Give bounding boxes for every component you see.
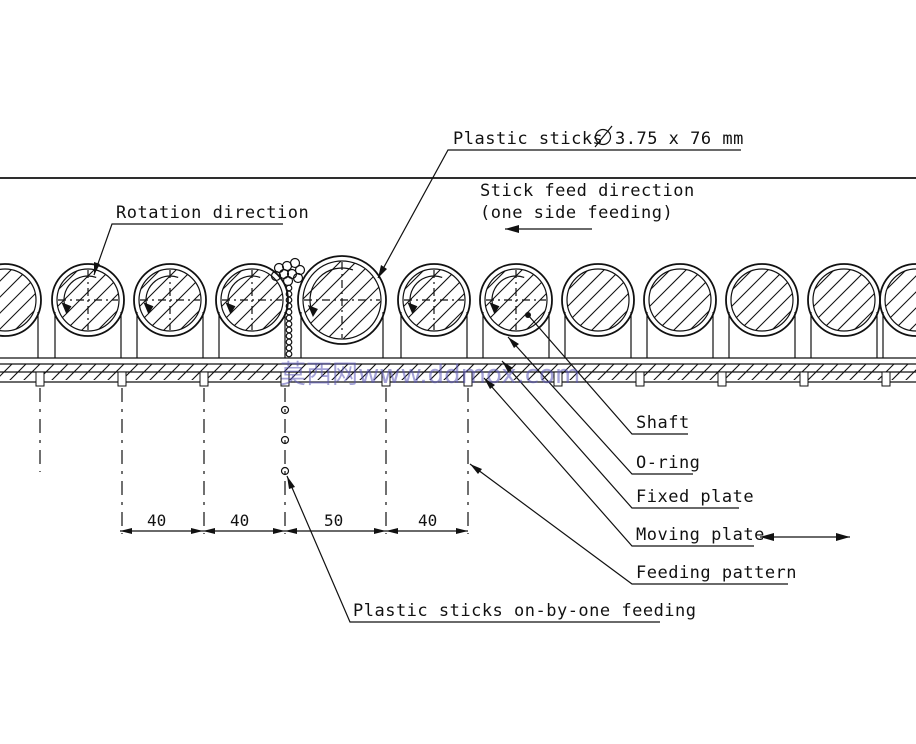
label-o-ring: O-ring (636, 453, 700, 473)
label-feeding-pattern: Feeding pattern (636, 563, 797, 583)
feed-centerlines (39, 388, 469, 534)
roller (133, 263, 207, 358)
dimension-line: 40 40 50 40 (120, 511, 468, 534)
roller (725, 263, 799, 358)
dim-2: 40 (230, 511, 249, 530)
plate-slots (35, 371, 891, 387)
diameter-icon (594, 125, 613, 148)
roller (561, 263, 635, 358)
dim-1: 40 (147, 511, 166, 530)
leader-one-by-one: Plastic sticks on-by-one feeding (286, 475, 697, 623)
roller (215, 263, 289, 358)
label-stick-feed-line2: (one side feeding) (480, 203, 673, 223)
label-stick-size: 3.75 x 76 mm (615, 129, 744, 149)
dim-4: 40 (418, 511, 437, 530)
label-moving-plate: Moving plate (636, 525, 765, 545)
moving-plate-hatch (0, 364, 916, 380)
roller (879, 263, 916, 358)
roller (297, 255, 387, 358)
roller (479, 263, 553, 358)
roller (397, 263, 471, 358)
label-fixed-plate: Fixed plate (636, 487, 754, 507)
watermark: 莫西网www.ddmox.com (280, 360, 580, 390)
stick-feed-direction: Stick feed direction (one side feeding) (480, 181, 695, 233)
label-shaft: Shaft (636, 413, 690, 433)
stick-pile (270, 257, 306, 358)
plates (0, 357, 916, 387)
roller (0, 263, 42, 358)
right-leaders: Shaft O-ring Fixed plate Moving plate Fe… (469, 312, 850, 585)
roller (643, 263, 717, 358)
falling-sticks (280, 405, 290, 476)
roller (807, 263, 881, 358)
label-plastic-sticks: Plastic sticks (453, 129, 603, 149)
dim-3: 50 (324, 511, 343, 530)
rollers (0, 255, 916, 358)
roller (51, 263, 125, 358)
double-arrow-icon (760, 533, 850, 541)
leader-plastic-sticks: Plastic sticks 3.75 x 76 mm (377, 125, 744, 279)
rotation-direction: Rotation direction (93, 203, 309, 276)
label-rotation-direction: Rotation direction (116, 203, 309, 223)
label-one-by-one-feeding: Plastic sticks on-by-one feeding (353, 601, 697, 621)
label-stick-feed-line1: Stick feed direction (480, 181, 695, 201)
